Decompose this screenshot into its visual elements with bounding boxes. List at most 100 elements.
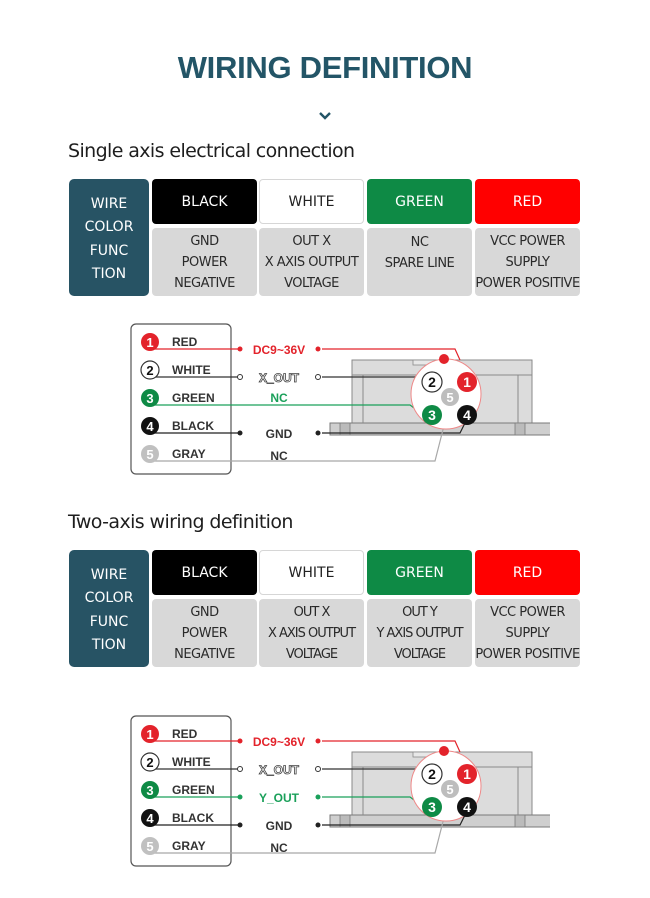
header-line: TION [91, 637, 127, 653]
svg-text:2: 2 [146, 755, 153, 770]
function-line: OUT Y [402, 604, 438, 620]
svg-text:1: 1 [463, 766, 471, 782]
function-line: OUT X [292, 233, 331, 249]
pin-name: GRAY [172, 839, 206, 853]
wire-color-cell: WHITE [259, 179, 364, 224]
wire-color-cell: RED [475, 179, 580, 224]
function-line: Y AXIS OUTPUT [376, 625, 463, 641]
pin-5-badge: 5 [141, 445, 159, 463]
pin-name: WHITE [172, 363, 211, 377]
page-title: WIRING DEFINITION [177, 50, 473, 85]
function-line: POWER POSITIVE [475, 646, 580, 662]
wire-column-white: WHITE OUT X X AXIS OUTPUT VOLTAGE [259, 179, 364, 296]
connector-pin-1: 1 [457, 372, 477, 392]
connector-pin-4: 4 [457, 405, 477, 425]
function-line: VCC POWER [490, 604, 565, 620]
svg-text:1: 1 [146, 727, 153, 742]
pin-2-badge: 2 [140, 752, 160, 772]
wire-column-green: GREEN NC SPARE LINE [367, 179, 472, 296]
signal-label: NC [270, 841, 288, 855]
svg-text:4: 4 [146, 811, 154, 826]
pin-legend-box [130, 323, 232, 475]
function-line: VOLTAGE [285, 646, 338, 662]
connector-pin-3: 3 [422, 797, 442, 817]
pin-name: RED [172, 335, 198, 349]
wire-function-cell: VCC POWER SUPPLY POWER POSITIVE [475, 599, 580, 667]
wiring-diagram-single-axis: 2 1 5 3 4 1 2 3 4 5 RED WHITE GREEN BLAC… [120, 320, 553, 480]
wire-color-function-header: WIRE COLOR FUNC TION [69, 550, 149, 667]
section-title-single-axis: Single axis electrical connection [68, 140, 355, 162]
svg-text:3: 3 [428, 799, 436, 815]
wire-color-function-header: WIRE COLOR FUNC TION [69, 179, 149, 296]
svg-text:4: 4 [146, 419, 154, 434]
function-line: SUPPLY [505, 625, 550, 641]
function-line: GND [190, 604, 219, 620]
pin-name: GREEN [172, 783, 215, 797]
pin-name: GRAY [172, 447, 206, 461]
header-line: WIRE [90, 566, 128, 583]
pin-4-badge: 4 [141, 417, 159, 435]
function-line: SPARE LINE [384, 256, 455, 271]
wire-function-cell: GND POWER NEGATIVE [152, 599, 257, 667]
svg-text:5: 5 [446, 390, 453, 405]
function-line: VCC POWER [490, 233, 565, 249]
svg-text:4: 4 [463, 407, 471, 423]
signal-label: NC [270, 449, 288, 463]
pin-name: RED [172, 727, 198, 741]
function-line: X AXIS OUTPUT [264, 254, 359, 270]
connector-pin-2: 2 [421, 763, 443, 785]
wire-color-cell: GREEN [367, 179, 472, 224]
pin-1-badge: 1 [141, 333, 159, 351]
pin-1-badge: 1 [141, 725, 159, 743]
connector-pin-5: 5 [441, 388, 459, 406]
wire-color-cell: RED [475, 550, 580, 595]
wire-column-white: WHITE OUT X X AXIS OUTPUT VOLTAGE [259, 550, 364, 667]
wire-column-red: RED VCC POWER SUPPLY POWER POSITIVE [475, 179, 580, 296]
pin-5-badge: 5 [141, 837, 159, 855]
svg-text:3: 3 [146, 783, 153, 798]
function-line: POWER [181, 625, 228, 641]
header-line: FUNC [89, 613, 129, 630]
signal-label: X_OUT [259, 763, 300, 777]
wire-column-black: BLACK GND POWER NEGATIVE [152, 179, 257, 296]
pin-name: BLACK [172, 419, 214, 433]
wire-color-cell: BLACK [152, 550, 257, 595]
connector-pin-5: 5 [441, 780, 459, 798]
wire-color-cell: GREEN [367, 550, 472, 595]
pin-legend-box [130, 715, 232, 867]
pin-2-badge: 2 [140, 360, 160, 380]
svg-text:5: 5 [446, 782, 453, 797]
header-line: WIRE [90, 195, 128, 212]
connector-pin-1: 1 [457, 764, 477, 784]
wire-column-black: BLACK GND POWER NEGATIVE [152, 550, 257, 667]
wire-function-cell: OUT Y Y AXIS OUTPUT VOLTAGE [367, 599, 472, 667]
header-line: COLOR [84, 219, 134, 235]
signal-label: GND [266, 819, 293, 833]
wire-function-cell: OUT X X AXIS OUTPUT VOLTAGE [259, 599, 364, 667]
section-title-two-axis: Two-axis wiring definition [68, 511, 293, 533]
header-line: TION [91, 266, 127, 282]
connector-key [439, 746, 449, 756]
connector-pin-2: 2 [421, 371, 443, 393]
svg-text:2: 2 [428, 374, 436, 390]
function-line: OUT X [293, 604, 331, 620]
function-line: NEGATIVE [174, 646, 235, 662]
pin-name: WHITE [172, 755, 211, 769]
function-line: VOLTAGE [284, 275, 339, 291]
connector-pin-4: 4 [457, 797, 477, 817]
pin-name: BLACK [172, 811, 214, 825]
function-line: X AXIS OUTPUT [267, 625, 356, 641]
svg-text:3: 3 [146, 391, 153, 406]
pin-3-badge: 3 [141, 389, 159, 407]
svg-text:2: 2 [428, 766, 436, 782]
signal-label: DC9~36V [253, 343, 305, 357]
signal-label: NC [270, 391, 288, 405]
function-line: POWER [181, 254, 228, 270]
function-line: GND [190, 233, 219, 249]
function-line: NC [410, 235, 429, 250]
wire-table-single-axis: WIRE COLOR FUNC TION BLACK GND POWER NEG… [69, 179, 581, 296]
function-line: POWER POSITIVE [475, 275, 580, 291]
wire-color-cell: WHITE [259, 550, 364, 595]
signal-label: GND [266, 427, 293, 441]
svg-text:2: 2 [146, 363, 153, 378]
